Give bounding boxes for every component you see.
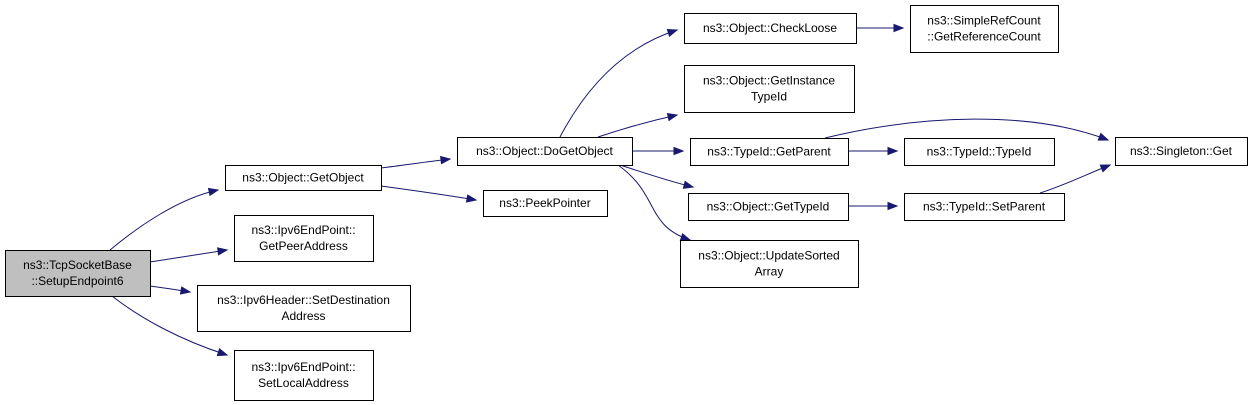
node-label: ns3::Ipv6EndPoint::	[251, 360, 355, 374]
arrowhead-icon	[666, 112, 679, 122]
node-setup: ns3::TcpSocketBase::SetupEndpoint6	[5, 250, 151, 297]
node-label: ns3::TcpSocketBase	[23, 258, 132, 272]
node-box	[690, 138, 849, 166]
node-box	[5, 250, 151, 297]
node-label: ::GetReferenceCount	[927, 30, 1041, 44]
node-box	[1115, 137, 1248, 166]
node-label: ns3::Ipv6EndPoint::	[251, 223, 355, 237]
edge-setup-to-getobject	[109, 187, 220, 251]
node-label: ns3::Ipv6Header::SetDestination	[217, 293, 390, 307]
node-label: TypeId	[751, 90, 787, 104]
node-box	[680, 240, 859, 288]
node-label: ns3::TypeId::GetParent	[707, 145, 831, 159]
edge-line	[1039, 164, 1111, 194]
node-box	[904, 138, 1055, 166]
arrowhead-icon	[673, 146, 685, 156]
arrowhead-icon	[207, 187, 220, 197]
edge-line	[824, 118, 1109, 141]
arrowhead-icon	[887, 201, 899, 211]
node-label: ns3::PeekPointer	[499, 196, 590, 210]
node-label: Array	[755, 265, 784, 279]
edge-gettypeid-to-setparent	[848, 201, 899, 211]
edge-dogetobject-to-getparent	[632, 146, 685, 156]
arrowhead-icon	[179, 286, 192, 295]
node-box	[910, 5, 1059, 53]
node-getparent[interactable]: ns3::TypeId::GetParent	[690, 138, 849, 166]
edge-setup-to-setdest	[149, 285, 192, 295]
edge-getobject-to-peekpointer	[380, 185, 478, 203]
call-edges	[109, 23, 1112, 357]
arrowhead-icon	[465, 194, 478, 203]
node-label: ns3::Object::CheckLoose	[703, 21, 837, 35]
node-label: ns3::Object::GetInstance	[703, 74, 835, 88]
edge-setup-to-getpeer	[149, 247, 229, 263]
arrowhead-icon	[216, 348, 229, 357]
arrowhead-icon	[682, 180, 695, 189]
edge-getobject-to-dogetobject	[380, 155, 452, 169]
node-label: Address	[281, 309, 325, 323]
node-getpeer[interactable]: ns3::Ipv6EndPoint::GetPeerAddress	[234, 215, 374, 262]
node-label: ns3::TypeId::TypeId	[927, 145, 1032, 159]
arrowhead-icon	[217, 247, 229, 256]
node-box	[225, 165, 382, 191]
node-box	[684, 13, 857, 44]
arrowhead-icon	[679, 232, 692, 241]
node-peekpointer[interactable]: ns3::PeekPointer	[483, 190, 608, 217]
node-box	[457, 137, 633, 166]
edge-line	[617, 164, 691, 241]
edge-dogetobject-to-gettypeid	[619, 164, 695, 189]
arrowhead-icon	[666, 28, 679, 37]
arrowhead-icon	[440, 155, 452, 165]
edge-line	[149, 249, 228, 263]
node-singletonget[interactable]: ns3::Singleton::Get	[1115, 137, 1248, 166]
arrowhead-icon	[1099, 164, 1112, 173]
node-box	[684, 65, 855, 113]
edge-checkloose-to-getrefcount	[856, 23, 905, 33]
edge-line	[380, 158, 451, 169]
edge-setup-to-setlocal	[111, 295, 229, 357]
edge-setparent-to-singletonget	[1039, 164, 1112, 194]
node-box	[197, 285, 411, 332]
arrowhead-icon	[887, 146, 899, 156]
edge-dogetobject-to-checkloose	[559, 28, 679, 138]
node-box	[234, 350, 374, 401]
edge-line	[109, 189, 219, 251]
edge-getparent-to-typeidctor	[848, 146, 899, 156]
call-nodes: ns3::TcpSocketBase::SetupEndpoint6 ns3::O…	[5, 5, 1248, 401]
node-typeidctor[interactable]: ns3::TypeId::TypeId	[904, 138, 1055, 166]
node-label: ns3::Object::GetTypeId	[707, 200, 830, 214]
node-label: ::SetupEndpoint6	[31, 274, 123, 288]
node-dogetobject[interactable]: ns3::Object::DoGetObject	[457, 137, 633, 166]
edge-dogetobject-to-getinstancetypeid	[597, 112, 679, 138]
node-label: ns3::Singleton::Get	[1130, 144, 1233, 158]
node-getrefcount[interactable]: ns3::SimpleRefCount::GetReferenceCount	[910, 5, 1059, 53]
node-setparent[interactable]: ns3::TypeId::SetParent	[904, 193, 1065, 221]
node-label: GetPeerAddress	[259, 239, 348, 253]
node-checkloose[interactable]: ns3::Object::CheckLoose	[684, 13, 857, 44]
node-label: ns3::Object::GetObject	[242, 171, 364, 185]
edge-line	[111, 295, 228, 356]
node-getobject[interactable]: ns3::Object::GetObject	[225, 165, 382, 191]
node-box	[904, 193, 1065, 221]
edge-line	[559, 29, 678, 138]
node-box	[234, 215, 374, 262]
node-label: SetLocalAddress	[258, 376, 349, 390]
arrowhead-icon	[893, 23, 905, 33]
node-label: ns3::TypeId::SetParent	[923, 200, 1046, 214]
node-gettypeid[interactable]: ns3::Object::GetTypeId	[688, 193, 849, 221]
node-box	[688, 193, 849, 221]
node-setlocal[interactable]: ns3::Ipv6EndPoint::SetLocalAddress	[234, 350, 374, 401]
arrowhead-icon	[1097, 132, 1110, 141]
edge-line	[597, 114, 678, 138]
edge-line	[380, 185, 477, 201]
node-box	[483, 190, 608, 217]
node-label: ns3::SimpleRefCount	[927, 14, 1041, 28]
node-label: ns3::Object::DoGetObject	[476, 144, 613, 158]
node-label: ns3::Object::UpdateSorted	[698, 249, 839, 263]
edge-getparent-to-singletonget	[824, 118, 1110, 141]
